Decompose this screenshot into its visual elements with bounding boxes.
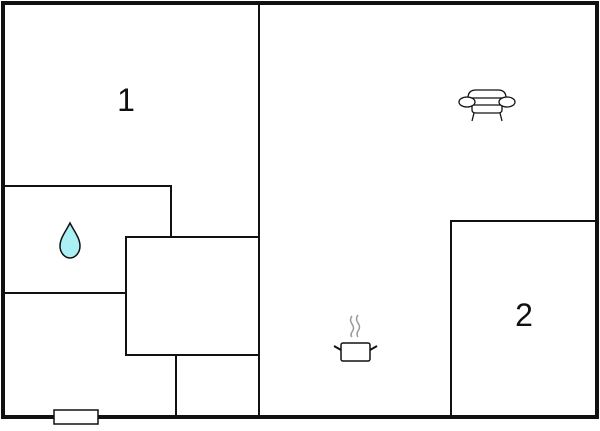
cooking-pot-icon [333, 314, 378, 362]
room-label-2: 2 [515, 297, 533, 333]
sofa-icon [458, 89, 516, 122]
interior-walls [3, 3, 597, 417]
bathroom-wall-top [3, 185, 172, 237]
room-label-1: 1 [117, 82, 135, 118]
water-drop-icon [59, 221, 81, 259]
closet-room [125, 236, 260, 356]
entrance-door [53, 409, 99, 425]
outer-wall [1, 1, 599, 419]
bedroom-2-wall [450, 220, 597, 417]
